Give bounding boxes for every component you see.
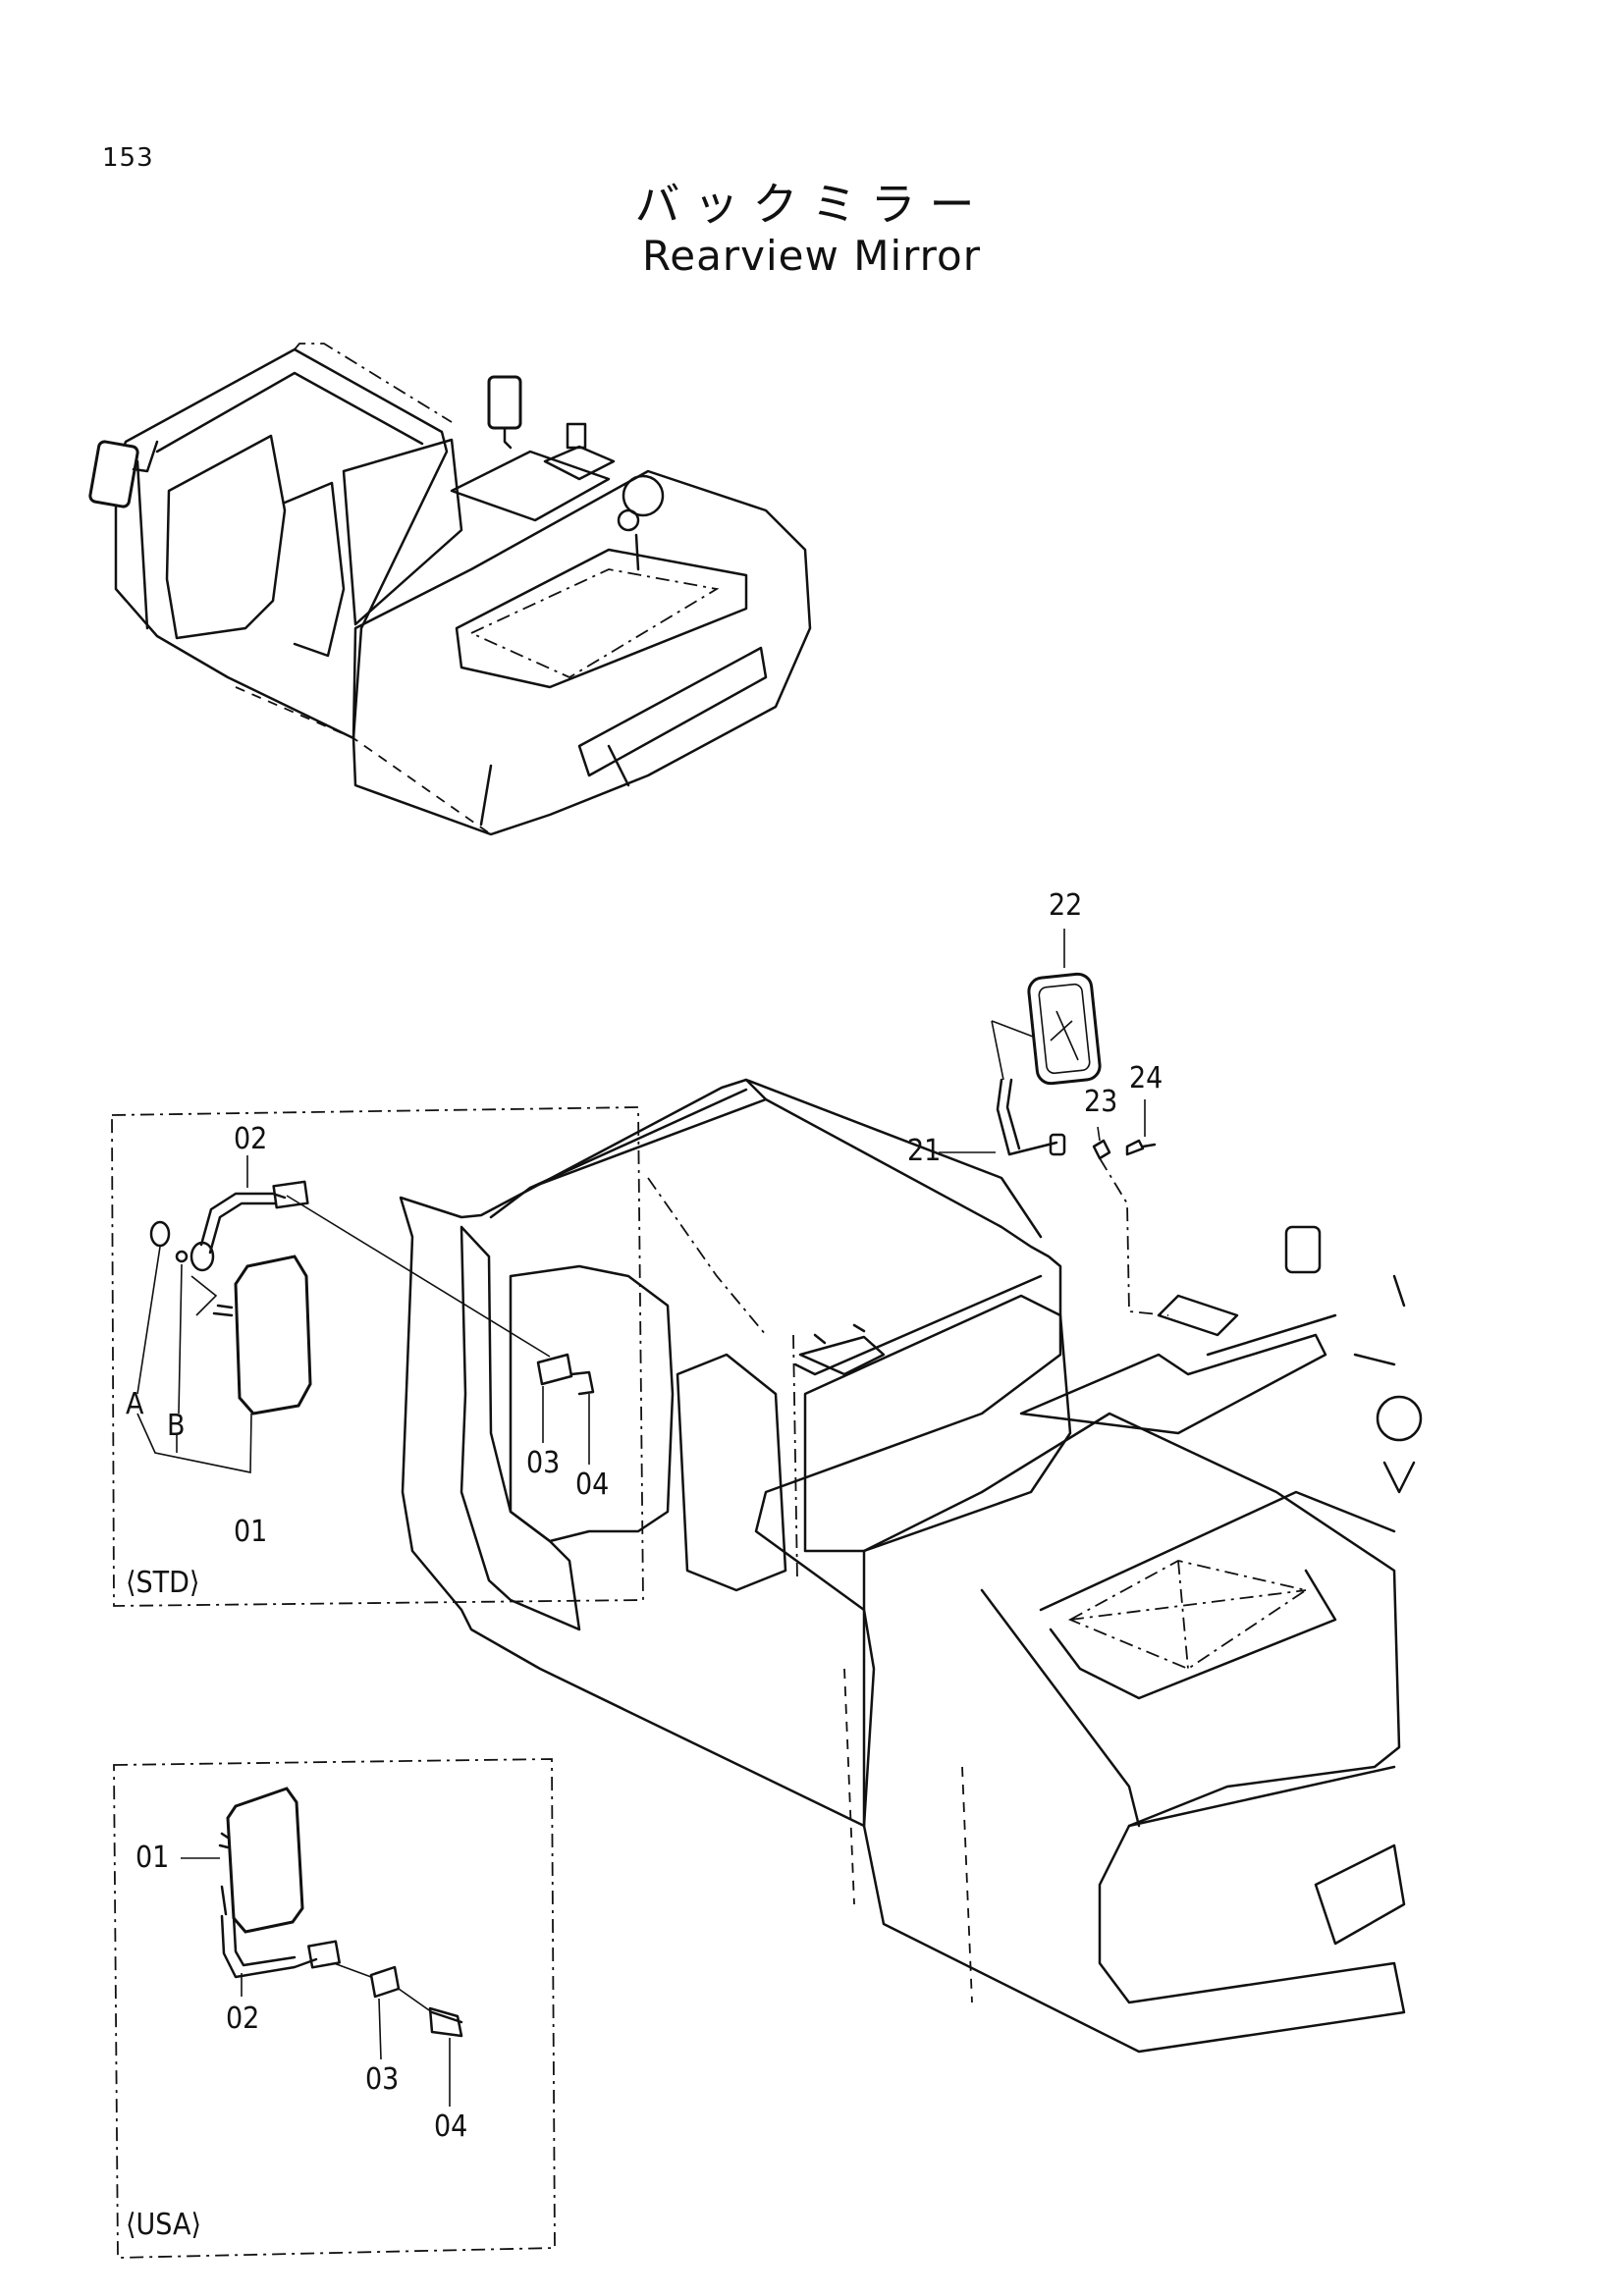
usa-callout-01: 01: [135, 1841, 169, 1875]
usa-callout-02: 02: [226, 2002, 259, 2036]
callout-21: 21: [907, 1134, 941, 1168]
std-callout-03: 03: [526, 1446, 560, 1480]
std-callout-01: 01: [234, 1515, 267, 1549]
usa-callout-04: 04: [434, 2109, 467, 2144]
callout-24: 24: [1129, 1061, 1163, 1095]
callout-23: 23: [1084, 1085, 1117, 1119]
std-callout-04: 04: [575, 1468, 609, 1502]
usa-detail-box: [113, 1758, 556, 2259]
std-detail-box: [111, 1106, 644, 1607]
main-machine: [399, 1078, 1423, 2054]
title-japanese: バックミラー: [634, 178, 989, 231]
cab-mirror-assembly: [939, 929, 1169, 1316]
usa-callout-03: 03: [365, 2062, 399, 2097]
std-callout-02: 02: [234, 1122, 267, 1156]
callout-22: 22: [1049, 888, 1082, 923]
std-callout-b: B: [167, 1409, 186, 1443]
std-callout-a: A: [126, 1387, 144, 1421]
page-number: 153: [102, 143, 154, 173]
usa-tag: ⟨USA⟩: [126, 2208, 201, 2242]
std-tag: ⟨STD⟩: [126, 1566, 199, 1600]
overview-machine: [88, 343, 812, 836]
title-english: Rearview Mirror: [642, 232, 981, 280]
